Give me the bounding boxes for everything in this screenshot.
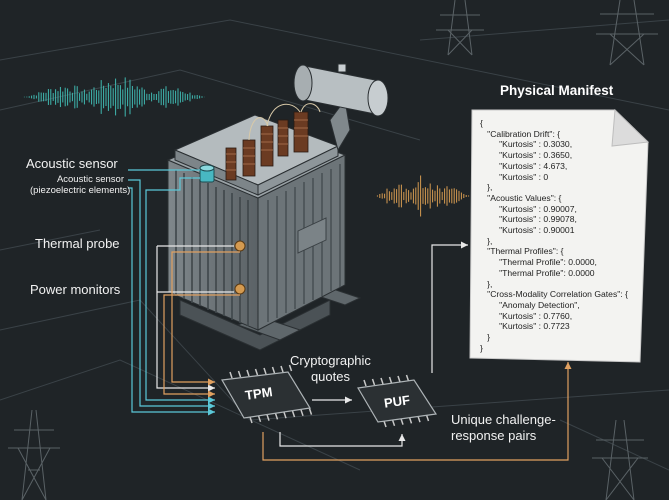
pylon-icon xyxy=(8,409,60,500)
chip-pin xyxy=(397,375,401,383)
manifest-line: "Kurtosis" : 0.90001 xyxy=(480,225,575,236)
chip-pin xyxy=(288,364,293,372)
chip-pin xyxy=(400,418,404,425)
chip-pin xyxy=(300,409,304,417)
challenge-response-line2: response pairs xyxy=(451,428,537,443)
chip-pin xyxy=(263,367,267,375)
chip-pin xyxy=(266,414,270,421)
chip-pin xyxy=(380,377,384,385)
chip-pin xyxy=(371,378,376,386)
chip-pin xyxy=(383,420,387,428)
puf-to-manifest-arrow xyxy=(431,241,468,373)
acoustic-sensor-label: Acoustic sensor xyxy=(26,156,118,171)
chip-pin xyxy=(388,376,393,384)
manifest-line: "Kurtosis" : 0.7760, xyxy=(480,310,573,321)
manifest-line: { xyxy=(480,118,483,128)
manifest-line: "Kurtosis" : 0 xyxy=(480,171,549,182)
chip-pin xyxy=(425,414,430,422)
chip-pin xyxy=(408,417,413,424)
manifest-line: } xyxy=(480,342,483,353)
chip-pin xyxy=(417,415,421,423)
pylon-icon xyxy=(592,419,648,500)
manifest-line: "Anomaly Detection", xyxy=(480,299,580,310)
chip-pin xyxy=(229,371,233,379)
puf-chip xyxy=(357,374,438,428)
power-monitors-label: Power monitors xyxy=(30,282,121,297)
manifest-json: { "Calibration Drift": { "Kurtosis" : 0.… xyxy=(480,118,645,353)
chip-pin xyxy=(257,415,262,423)
manifest-line: "Kurtosis" : 0.99078, xyxy=(480,214,577,225)
acoustic-sensor-sublabel: Acoustic sensor (piezoelectric elements) xyxy=(30,174,131,196)
manifest-line: "Kurtosis" : 0.90007, xyxy=(480,203,577,214)
cryptographic-quotes-line1: Cryptographic xyxy=(290,353,371,368)
manifest-line: "Acoustic Values": { xyxy=(480,192,562,203)
manifest-line: "Kurtosis" : 0.7723 xyxy=(480,321,570,332)
manifest-line: "Kurtosis" : 0.3650, xyxy=(480,150,573,161)
cryptographic-quotes-line2: quotes xyxy=(310,369,350,384)
chip-pin xyxy=(271,366,276,374)
manifest-line: }, xyxy=(480,235,493,246)
manifest-line: } xyxy=(480,332,491,343)
manifest-line: }, xyxy=(480,182,493,193)
acoustic-sensor-sublabel-line2: (piezoelectric elements) xyxy=(30,185,131,196)
chip-pin xyxy=(363,379,367,387)
chip-pin xyxy=(391,419,396,427)
chip-pin xyxy=(254,368,259,376)
chip-pin xyxy=(249,416,253,424)
manifest-line: "Kurtosis" : 0.3030, xyxy=(480,139,573,150)
chip-pin xyxy=(237,370,242,378)
manifest-line: }, xyxy=(480,278,493,289)
manifest-title: Physical Manifest xyxy=(500,83,614,98)
acoustic-waveform-right xyxy=(376,175,470,217)
thermal-probe-label: Thermal probe xyxy=(35,236,120,251)
manifest-line: "Thermal Profile": 0.0000 xyxy=(480,267,595,278)
chip-pin xyxy=(283,411,287,419)
challenge-response-label: Unique challenge- response pairs xyxy=(451,412,556,444)
challenge-response-line1: Unique challenge- xyxy=(451,412,556,427)
chip-pin xyxy=(246,369,250,377)
acoustic-sensor-sublabel-line1: Acoustic sensor xyxy=(56,174,124,185)
chip-pin xyxy=(308,408,313,415)
manifest-line: "Kurtosis" : 4.673, xyxy=(480,160,568,171)
manifest-line: "Thermal Profile": 0.0000, xyxy=(480,257,597,268)
pylon-icon xyxy=(596,0,658,66)
tpm-puf-bottom-link xyxy=(279,432,406,447)
manifest-line: "Cross-Modality Correlation Gates": { xyxy=(480,289,628,300)
pylon-icon xyxy=(436,0,484,56)
chip-pin xyxy=(280,365,284,373)
manifest-line: "Thermal Profiles": { xyxy=(480,246,564,257)
acoustic-waveform-left xyxy=(23,77,205,117)
chip-pin xyxy=(291,410,296,418)
tpm-chip xyxy=(221,364,313,424)
manifest-line: "Calibration Drift": { xyxy=(480,128,561,139)
transformer-illustration xyxy=(166,63,389,351)
cryptographic-quotes-label: Cryptographic quotes xyxy=(290,353,371,385)
chip-pin xyxy=(405,374,410,382)
chip-pin xyxy=(274,413,279,420)
sensor-wiring xyxy=(128,169,240,416)
feedback-loop-orange xyxy=(262,362,572,461)
physical-manifest-document xyxy=(469,108,650,363)
